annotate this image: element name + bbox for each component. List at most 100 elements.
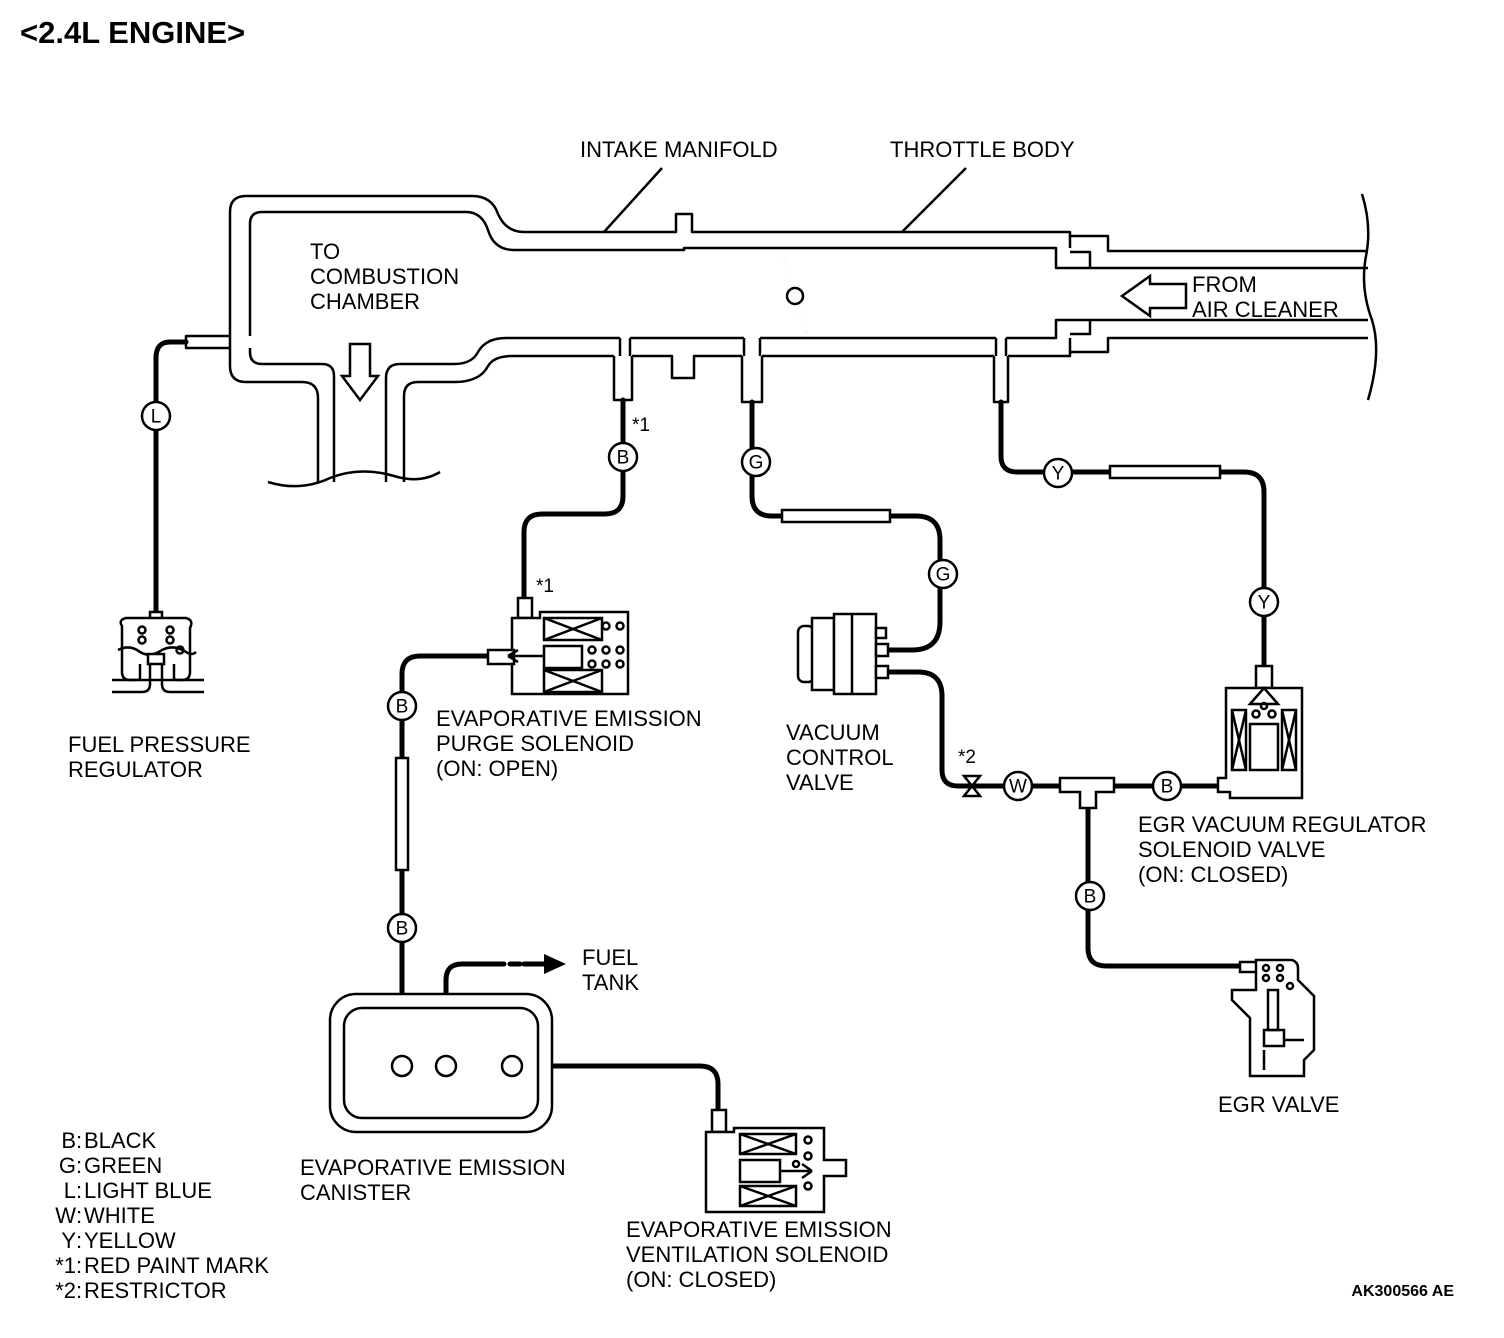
svg-text::: : xyxy=(76,1128,82,1153)
hose-tag-y-upper: Y xyxy=(1042,457,1074,489)
svg-text:L: L xyxy=(151,407,162,428)
hose-black-canister xyxy=(399,653,491,1065)
purge-solenoid-icon xyxy=(486,596,630,696)
svg-text:B: B xyxy=(61,1128,76,1153)
svg-text::: : xyxy=(76,1253,82,1278)
svg-text:PURGE SOLENOID: PURGE SOLENOID xyxy=(436,731,634,756)
svg-text::: : xyxy=(76,1278,82,1303)
legend-item: B : BLACK xyxy=(61,1128,156,1153)
svg-text:FROM: FROM xyxy=(1192,272,1257,297)
svg-text::: : xyxy=(76,1203,82,1228)
restrictor-icon xyxy=(961,774,983,798)
leader-intake-manifold xyxy=(603,167,663,233)
hose-black-egr-valve xyxy=(1085,801,1243,969)
svg-text:W: W xyxy=(55,1203,76,1228)
hose-tag-y-lower: Y xyxy=(1248,586,1280,618)
hose-fuel-tank xyxy=(443,961,507,1065)
label-canister: EVAPORATIVE EMISSION CANISTER xyxy=(300,1155,566,1205)
label-egr-solenoid: EGR VACUUM REGULATOR SOLENOID VALVE (ON:… xyxy=(1138,812,1426,887)
legend-item: *2 : RESTRICTOR xyxy=(55,1278,226,1303)
svg-text:CANISTER: CANISTER xyxy=(300,1180,411,1205)
connector-green xyxy=(780,508,892,524)
svg-text:TO: TO xyxy=(310,239,340,264)
hose-tag-l: L xyxy=(140,400,172,432)
hose-tag-g-lower: G xyxy=(927,558,959,590)
svg-text:GREEN: GREEN xyxy=(84,1153,162,1178)
connector-yellow xyxy=(1108,464,1222,480)
label-fuel-tank: FUEL TANK xyxy=(582,945,639,995)
svg-text:*2: *2 xyxy=(55,1278,76,1303)
hose-green xyxy=(749,399,943,653)
svg-text:VALVE: VALVE xyxy=(786,770,854,795)
svg-text:EVAPORATIVE EMISSION: EVAPORATIVE EMISSION xyxy=(436,706,702,731)
hose-tag-b-upper: B xyxy=(607,441,639,473)
svg-text:(ON: CLOSED): (ON: CLOSED) xyxy=(626,1267,776,1292)
hose-tag-w: W xyxy=(1002,770,1034,802)
svg-text:EVAPORATIVE EMISSION: EVAPORATIVE EMISSION xyxy=(626,1217,892,1242)
ventilation-solenoid-icon xyxy=(704,1108,848,1214)
svg-text:FUEL: FUEL xyxy=(582,945,638,970)
svg-text:WHITE: WHITE xyxy=(84,1203,155,1228)
hose-tag-b-egr-valve: B xyxy=(1074,880,1106,912)
svg-text:BLACK: BLACK xyxy=(84,1128,156,1153)
svg-text:B: B xyxy=(396,697,409,718)
svg-text::: : xyxy=(76,1153,82,1178)
svg-text:B: B xyxy=(1084,887,1097,908)
svg-text:CHAMBER: CHAMBER xyxy=(310,289,420,314)
svg-text:G: G xyxy=(749,453,764,474)
label-egr-valve: EGR VALVE xyxy=(1218,1092,1339,1117)
hose-tag-b-middle: B xyxy=(386,690,418,722)
label-intake-manifold: INTAKE MANIFOLD xyxy=(580,137,778,162)
marker-red-paint-upper: *1 xyxy=(632,415,650,436)
svg-text:VENTILATION SOLENOID: VENTILATION SOLENOID xyxy=(626,1242,888,1267)
hose-yellow xyxy=(998,399,1267,669)
svg-text:RESTRICTOR: RESTRICTOR xyxy=(84,1278,227,1303)
label-ventilation-solenoid: EVAPORATIVE EMISSION VENTILATION SOLENOI… xyxy=(626,1217,892,1292)
svg-text:EGR VACUUM REGULATOR: EGR VACUUM REGULATOR xyxy=(1138,812,1426,837)
svg-text:LIGHT BLUE: LIGHT BLUE xyxy=(84,1178,212,1203)
svg-text:Y: Y xyxy=(61,1228,76,1253)
intake-manifold xyxy=(184,193,1378,488)
legend-item: G : GREEN xyxy=(59,1153,162,1178)
hose-light-blue xyxy=(153,339,189,615)
svg-text:AIR CLEANER: AIR CLEANER xyxy=(1192,297,1339,322)
svg-text::: : xyxy=(76,1228,82,1253)
svg-text:L: L xyxy=(64,1178,76,1203)
svg-text:YELLOW: YELLOW xyxy=(84,1228,176,1253)
hose-black-purge xyxy=(521,397,626,601)
hose-white xyxy=(883,669,1075,789)
legend-item: *1 : RED PAINT MARK xyxy=(55,1253,269,1278)
legend-item: W : WHITE xyxy=(55,1203,155,1228)
svg-text:B: B xyxy=(1161,777,1174,798)
figure-code: AK300566 AE xyxy=(1351,1283,1454,1300)
svg-text:*1: *1 xyxy=(55,1253,76,1278)
svg-text:G: G xyxy=(936,565,951,586)
label-from-air-cleaner: FROM AIR CLEANER xyxy=(1192,272,1339,322)
svg-text::: : xyxy=(76,1178,82,1203)
svg-text:W: W xyxy=(1009,777,1027,798)
hose-tag-b-lower: B xyxy=(386,912,418,944)
svg-text:FUEL PRESSURE: FUEL PRESSURE xyxy=(68,732,251,757)
legend-item: L : LIGHT BLUE xyxy=(64,1178,212,1203)
svg-text:G: G xyxy=(59,1153,76,1178)
fuel-pressure-regulator-icon xyxy=(112,610,204,694)
egr-solenoid-icon xyxy=(1216,664,1304,800)
label-fuel-pressure-regulator: FUEL PRESSURE REGULATOR xyxy=(68,732,251,782)
svg-text:CONTROL: CONTROL xyxy=(786,745,894,770)
canister-icon xyxy=(328,992,554,1134)
legend: B : BLACK G : GREEN L : LIGHT BLUE W : W… xyxy=(55,1128,269,1303)
svg-text:B: B xyxy=(396,919,409,940)
tee-joint xyxy=(1058,776,1116,810)
hose-ventilation xyxy=(519,1063,721,1113)
svg-text:EVAPORATIVE EMISSION: EVAPORATIVE EMISSION xyxy=(300,1155,566,1180)
fuel-tank-arrow-icon xyxy=(507,954,566,974)
hose-tag-g-upper: G xyxy=(740,446,772,478)
hoses xyxy=(153,339,1267,1113)
svg-text:REGULATOR: REGULATOR xyxy=(68,757,203,782)
page-title: <2.4L ENGINE> xyxy=(20,15,245,50)
vacuum-control-valve-icon xyxy=(796,612,890,696)
leader-throttle-body xyxy=(901,167,967,233)
label-purge-solenoid: EVAPORATIVE EMISSION PURGE SOLENOID (ON:… xyxy=(436,706,702,781)
hose-tag-b-egr-solenoid: B xyxy=(1151,770,1183,802)
